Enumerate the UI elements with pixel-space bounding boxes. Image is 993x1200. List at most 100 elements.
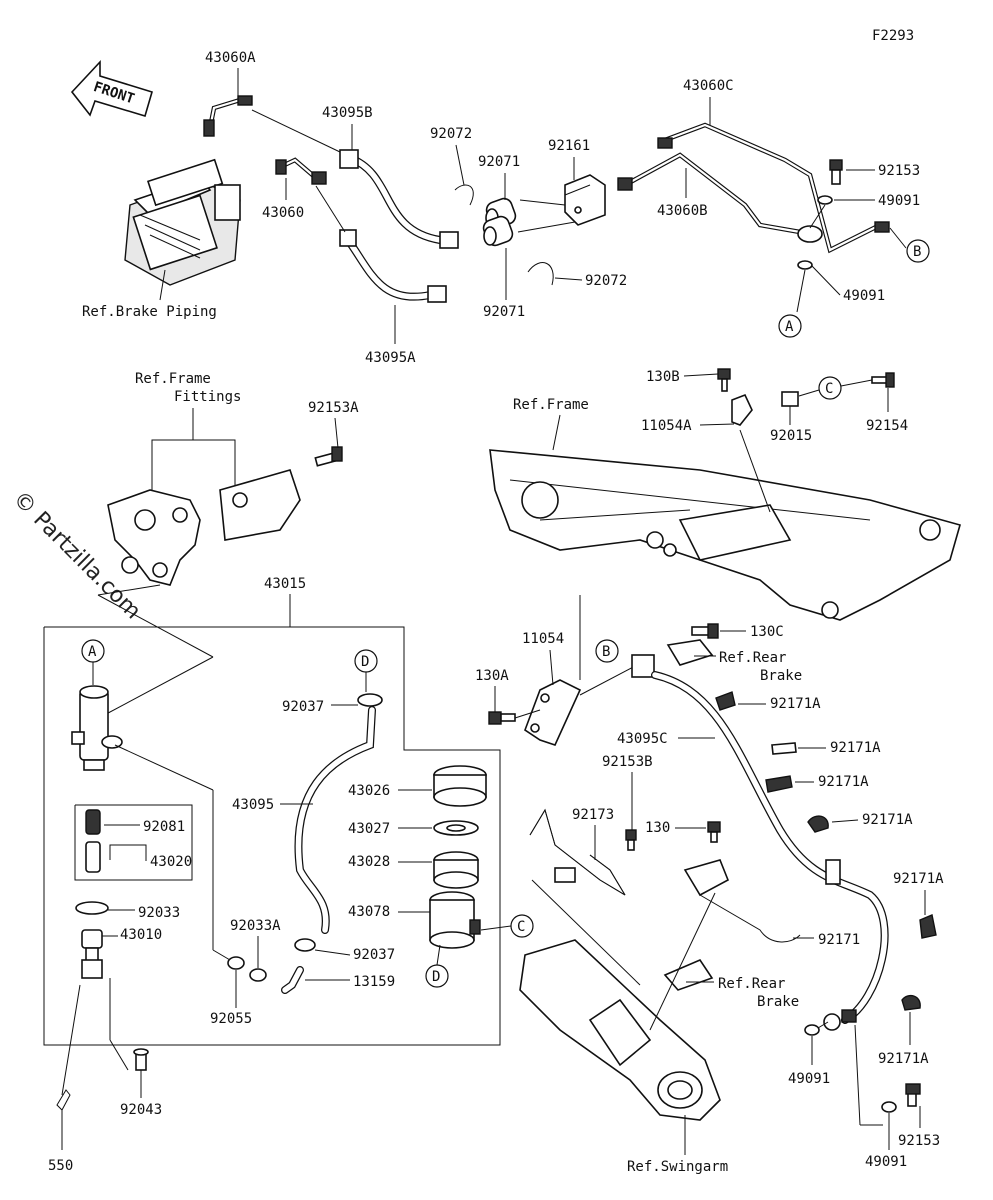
piston-92081 <box>85 809 101 835</box>
joint-92161 <box>564 174 606 226</box>
master-cylinder-body <box>71 685 123 771</box>
clip-92072-upper <box>454 184 474 206</box>
brake-hose-43095a <box>339 229 447 303</box>
ref-rear-brake-1a: Ref.Rear <box>719 650 786 666</box>
label-130b: 130B <box>646 369 680 385</box>
label-92153b: 92153B <box>602 754 653 770</box>
clip-92072-lower <box>527 262 554 286</box>
bolt-130 <box>707 821 721 843</box>
label-43027: 43027 <box>348 821 390 837</box>
swingarm-ref <box>519 939 721 1121</box>
label-43060: 43060 <box>262 205 304 221</box>
label-92071-lower: 92071 <box>483 304 525 320</box>
label-43095: 43095 <box>232 797 274 813</box>
label-130c: 130C <box>750 624 784 640</box>
bolt-130a <box>488 711 516 725</box>
label-49091-c: 49091 <box>788 1071 830 1087</box>
label-130a: 130A <box>475 668 509 684</box>
label-92033: 92033 <box>138 905 180 921</box>
push-rod-43010 <box>81 929 103 979</box>
label-43060c: 43060C <box>683 78 734 94</box>
bracket-rear-brake-lower <box>663 959 714 991</box>
collar-92015 <box>781 391 799 407</box>
label-92055: 92055 <box>210 1011 252 1027</box>
reservoir-cap-43026 <box>433 765 487 807</box>
callout-b-lower-label: B <box>602 644 610 660</box>
grommet-92171a-6 <box>901 994 921 1011</box>
callout-c-top-label: C <box>825 381 833 397</box>
label-92037-lower: 92037 <box>353 947 395 963</box>
rear-brake-master-cylinder-bracket <box>107 469 301 586</box>
figure-code: F2293 <box>872 28 914 44</box>
label-43060b: 43060B <box>657 203 708 219</box>
label-92153-upper: 92153 <box>878 163 920 179</box>
label-43010: 43010 <box>120 927 162 943</box>
clamp-92037-upper <box>357 693 383 707</box>
grommet-92171a-2 <box>771 742 797 755</box>
label-43020: 43020 <box>150 854 192 870</box>
bolt-92153-lower <box>905 1083 921 1107</box>
front-arrow-icon: FRONT <box>70 59 153 117</box>
label-92171a-4: 92171A <box>862 812 913 828</box>
label-43060a: 43060A <box>205 50 256 66</box>
bolt-130c <box>691 623 719 639</box>
label-13159: 13159 <box>353 974 395 990</box>
washer-49091-d <box>881 1101 897 1113</box>
callout-a-top-label: A <box>785 319 794 335</box>
brake-pipe-43060b <box>617 152 801 235</box>
plate-43027 <box>433 820 479 836</box>
cotter-pin-550 <box>56 1089 71 1111</box>
bracket-rear-brake-upper <box>666 639 714 666</box>
bolt-92154 <box>871 372 895 388</box>
brake-pipe-43060a <box>203 95 253 137</box>
label-550: 550 <box>48 1158 73 1174</box>
label-43095b: 43095B <box>322 105 373 121</box>
label-43095c: 43095C <box>617 731 668 747</box>
frame-ref <box>489 449 961 621</box>
callout-b-top <box>906 239 930 263</box>
label-92033a: 92033A <box>230 918 281 934</box>
brake-pipe-43060c <box>657 122 882 254</box>
label-92171a-6: 92171A <box>878 1051 929 1067</box>
label-92043: 92043 <box>120 1102 162 1118</box>
pin-92043 <box>133 1048 149 1071</box>
callout-b-lower <box>595 639 619 663</box>
circlip-92033 <box>75 901 109 915</box>
grommet-92071-lower <box>482 215 514 247</box>
callout-c-top <box>818 376 842 400</box>
bolt-92153b <box>625 829 637 851</box>
label-92081: 92081 <box>143 819 185 835</box>
washer-49091-upper <box>817 195 833 205</box>
label-92037-upper: 92037 <box>282 699 324 715</box>
label-49091-upper: 49091 <box>878 193 920 209</box>
bolt-130b <box>717 368 731 392</box>
ref-rear-brake-2a: Ref.Rear <box>718 976 785 992</box>
callout-c-lower-label: C <box>517 919 525 935</box>
label-92171: 92171 <box>818 932 860 948</box>
spring-43020 <box>85 841 101 873</box>
label-43078: 43078 <box>348 904 390 920</box>
ref-swingarm: Ref.Swingarm <box>627 1159 728 1175</box>
grommet-92171a-3 <box>765 775 793 793</box>
label-92161: 92161 <box>548 138 590 154</box>
label-43015: 43015 <box>264 576 306 592</box>
label-92072-upper: 92072 <box>430 126 472 142</box>
banjo-fitting <box>797 221 890 243</box>
label-11054a: 11054A <box>641 418 692 434</box>
callout-d-top-label: D <box>361 654 369 670</box>
callout-a-left-label: A <box>88 644 97 660</box>
grommet-92171a-4 <box>807 815 829 833</box>
ref-frame: Ref.Frame <box>513 397 589 413</box>
label-130: 130 <box>645 820 670 836</box>
ref-frame-fittings-1: Ref.Frame <box>135 371 211 387</box>
label-92171a-1: 92171A <box>770 696 821 712</box>
ref-frame-fittings-2: Fittings <box>174 389 241 405</box>
label-92015: 92015 <box>770 428 812 444</box>
label-92153a: 92153A <box>308 400 359 416</box>
brake-hose-43095b <box>339 149 459 249</box>
clamp-92037-lower <box>294 938 316 952</box>
oring-92055 <box>227 956 245 970</box>
label-92173: 92173 <box>572 807 614 823</box>
callout-a-top <box>778 314 802 338</box>
